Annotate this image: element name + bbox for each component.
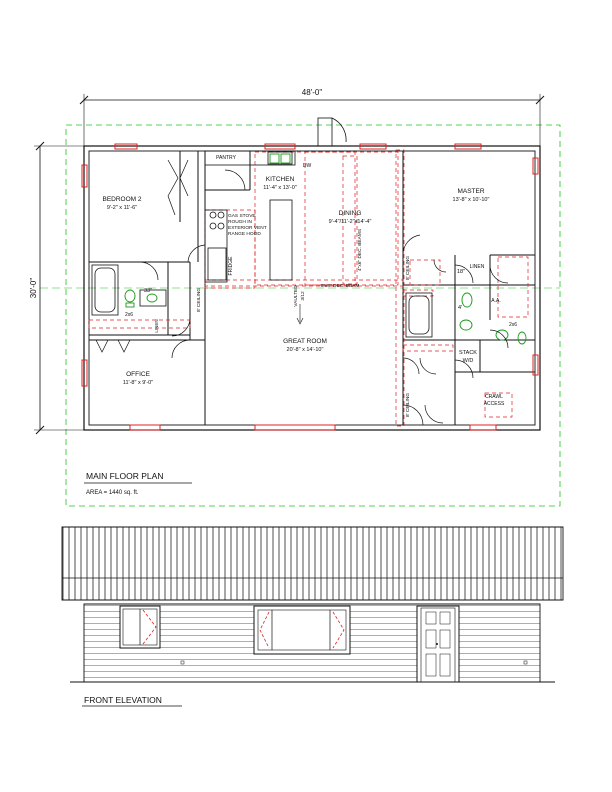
bedroom2-dims: 9'-2" x 11'-6" — [107, 205, 137, 211]
office-dims: 11'-8" x 9'-0" — [123, 380, 153, 386]
dec-beams-v-label: 4"x6" DEC. BEAMS — [357, 229, 363, 271]
stack-label: STACK — [459, 350, 477, 356]
dining-dims: 9'-4"/11'-2"x14'-4" — [329, 219, 372, 225]
linen-small-label: LINEN — [154, 319, 159, 332]
office-name: OFFICE — [126, 371, 150, 378]
bedroom2-name: BEDROOM 2 — [102, 196, 141, 203]
toilets-sinks — [124, 289, 527, 345]
elevation-title: FRONT ELEVATION — [84, 695, 162, 705]
width-label: 48'-0" — [302, 88, 323, 97]
plan-title: MAIN FLOOR PLAN — [86, 471, 163, 481]
depth-label: 30'-0" — [29, 278, 38, 299]
elevation-window-center — [253, 605, 351, 655]
area-text: AREA = 1440 sq. ft. — [86, 490, 139, 496]
elevation-window-left — [119, 605, 161, 649]
master-name: MASTER — [457, 188, 484, 195]
great-room-name: GREAT ROOM — [283, 338, 327, 345]
great-room-dims: 20'-8" x 14'-10" — [287, 347, 324, 353]
gas-stove-line2: ROUGH IN — [228, 219, 253, 225]
dim-2x6-right: 2x6 — [509, 322, 517, 328]
vaulted-pitch: 3/12 — [300, 291, 306, 301]
depth-dimension: 30'-0" — [29, 141, 90, 435]
bath-fixtures — [91, 264, 433, 338]
foundation-vent-right — [523, 660, 528, 665]
dim-18-label: 18" — [457, 269, 465, 275]
fridge-label: FRIDGE — [228, 256, 234, 276]
kitchen-fixtures — [204, 150, 296, 283]
kitchen-sink — [269, 153, 291, 164]
foundation-vent-left — [180, 660, 185, 665]
roof — [61, 526, 564, 601]
master-dims: 13'-8" x 10'-10" — [453, 197, 490, 203]
vaulted-label: VAULTED — [293, 285, 299, 307]
ceiling-center-label: 8' CEILING — [196, 288, 202, 312]
kitchen-name: KITCHEN — [266, 176, 295, 183]
gas-stove-line1: GAS STOVE — [228, 213, 256, 219]
dw-label: DW — [303, 163, 312, 169]
windows — [81, 143, 539, 431]
gas-stove-line4: RANGE HOOD — [228, 231, 261, 237]
interior-walls — [89, 151, 535, 425]
crawl-label-2: ACCESS — [484, 401, 505, 407]
ceiling-master-label: 8' CEILING — [405, 256, 411, 280]
wd-label: W/D — [463, 358, 474, 364]
gas-stove-line3: EXTERIOR VENT — [228, 225, 267, 231]
dim-2x6-left: 2x6 — [125, 312, 133, 318]
ceiling-laundry-label: 8' CEILING — [405, 393, 411, 417]
dim-33-label: 33" — [144, 288, 152, 294]
crawl-label-1: CRAWL — [485, 394, 503, 400]
kitchen-dims: 11'-4" x 13'-0" — [263, 185, 296, 191]
pantry-label: PANTRY — [216, 155, 236, 161]
setback-line — [65, 124, 561, 507]
rear-door — [317, 117, 347, 147]
vaulted-arrowhead — [296, 317, 304, 325]
dim-4-label: 4' — [458, 305, 462, 311]
elevation-front-door — [416, 605, 460, 683]
dec-beam-h-label: 8"x8" DEC. BEAM — [321, 283, 360, 289]
width-dimension: 48'-0" — [79, 88, 545, 146]
doors — [95, 159, 509, 426]
front-elevation: FRONT ELEVATION — [61, 526, 564, 707]
aa-label: A.A. — [491, 298, 500, 304]
linen-label: LINEN — [470, 264, 485, 270]
dining-name: DINING — [339, 210, 362, 217]
floor-plan: 48'-0" 30'-0" — [29, 88, 561, 507]
